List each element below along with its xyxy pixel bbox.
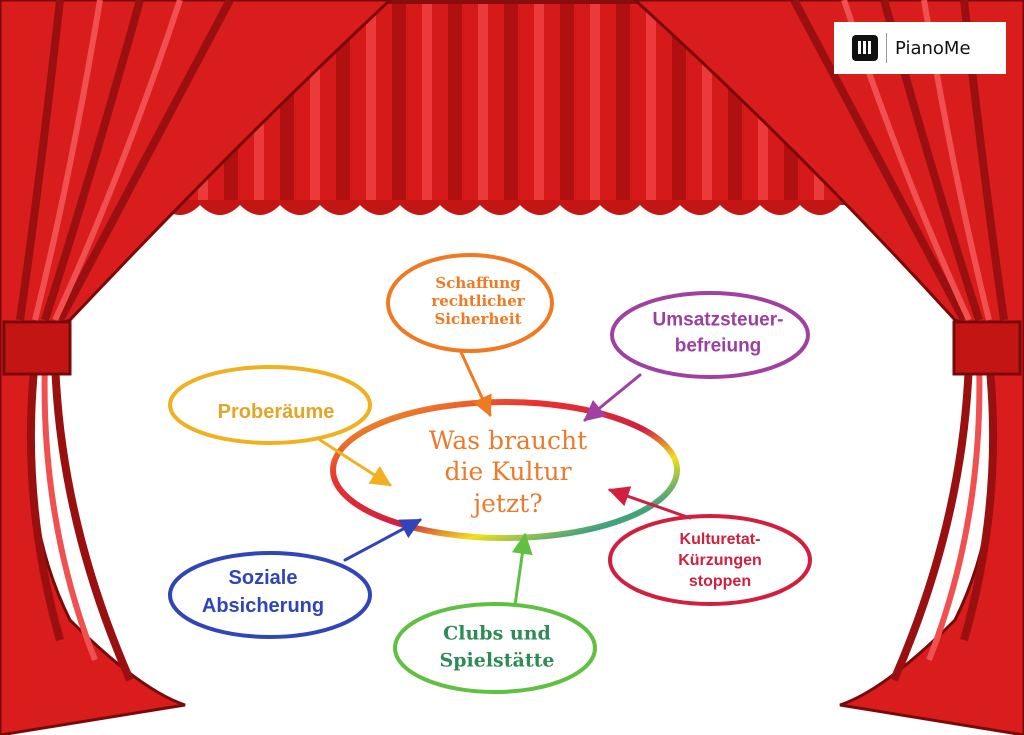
label-schaffung: Schaffung rechtlicher Sicherheit bbox=[431, 274, 524, 328]
label-line: befreiung bbox=[674, 335, 762, 356]
label-line: Umsatzsteuer- bbox=[652, 309, 784, 331]
bubble-schaffung bbox=[386, 253, 554, 353]
bubble-clubs bbox=[393, 602, 597, 694]
label-line: Clubs und bbox=[443, 622, 551, 645]
arrow-kultur bbox=[608, 486, 692, 520]
arrow-soziale bbox=[343, 518, 422, 562]
center-question: Was braucht die Kultur jetzt? bbox=[429, 425, 587, 519]
label-line: stoppen bbox=[688, 572, 752, 590]
label-line: Sicherheit bbox=[434, 310, 522, 328]
label-line: Soziale bbox=[228, 567, 298, 589]
center-line: jetzt? bbox=[473, 488, 543, 518]
arrow-schaffung bbox=[458, 348, 492, 417]
bubble-probe bbox=[168, 365, 372, 445]
label-line: Kulturetat- bbox=[679, 530, 761, 548]
curtain-left bbox=[0, 0, 393, 735]
center-line: Was braucht bbox=[428, 426, 588, 456]
label-clubs: Clubs und Spielstätte bbox=[440, 620, 555, 673]
logo-divider bbox=[886, 33, 887, 63]
bubble-kultur bbox=[608, 514, 812, 606]
label-umsatz: Umsatzsteuer- befreiung bbox=[653, 307, 784, 358]
pianome-logo[interactable]: PianoMe bbox=[834, 22, 1006, 74]
label-line: Proberäume bbox=[217, 401, 335, 423]
label-line: Kürzungen bbox=[678, 551, 762, 569]
bubble-soziale bbox=[168, 551, 372, 639]
arrow-umsatz bbox=[583, 373, 642, 422]
center-bubble bbox=[330, 399, 680, 541]
label-line: rechtlicher bbox=[431, 292, 525, 310]
label-kultur: Kulturetat- Kürzungen stoppen bbox=[678, 530, 762, 592]
logo-text: PianoMe bbox=[895, 37, 971, 59]
center-line: die Kultur bbox=[444, 457, 572, 487]
label-line: Absicherung bbox=[201, 595, 325, 617]
label-probe: Proberäume bbox=[218, 400, 335, 424]
piano-icon bbox=[852, 35, 878, 61]
bubble-umsatz bbox=[610, 291, 810, 379]
label-line: Schaffung bbox=[435, 274, 521, 292]
label-soziale: Soziale Absicherung bbox=[202, 564, 324, 620]
arrow-probe bbox=[318, 438, 392, 487]
label-line: Spielstätte bbox=[439, 649, 555, 671]
arrow-clubs bbox=[511, 532, 533, 607]
